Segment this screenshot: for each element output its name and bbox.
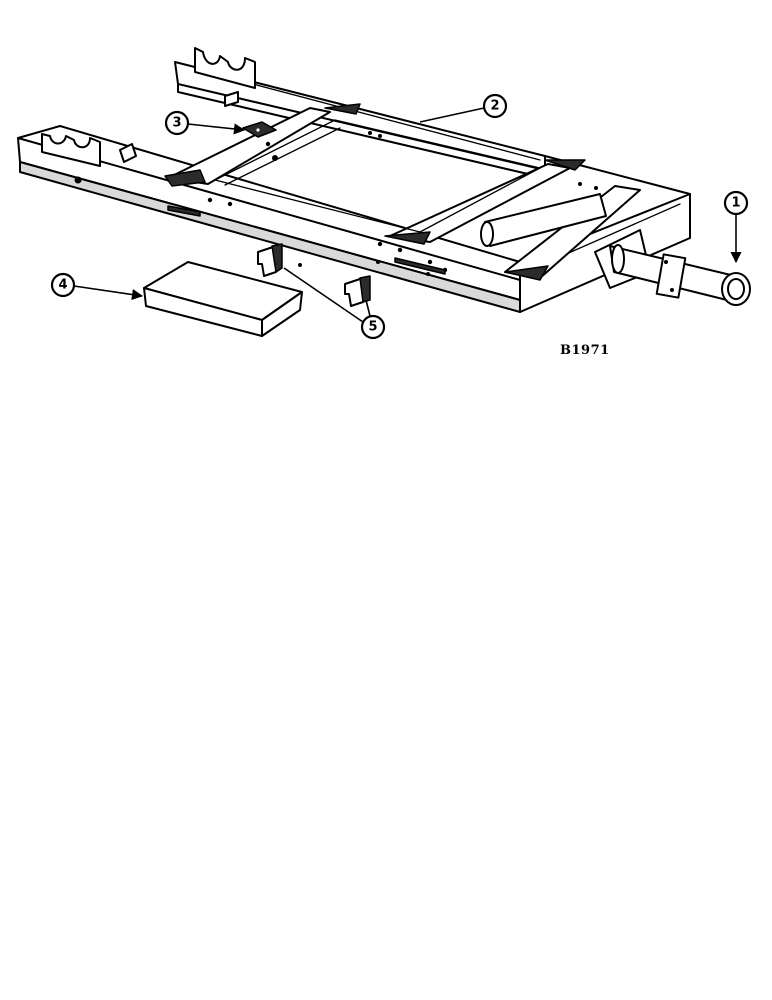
bracket-plate-drawing xyxy=(242,121,277,138)
callout-3-circle xyxy=(164,110,190,136)
saddle-bracket-near xyxy=(41,133,101,167)
callout-3-label: 3 xyxy=(172,116,181,131)
callout-5-circle xyxy=(360,314,386,340)
callouts: 1 2 3 4 5 xyxy=(50,93,749,340)
callout-4-circle xyxy=(50,272,76,298)
cover-panel-drawing xyxy=(143,261,303,337)
callout-2-circle xyxy=(482,93,508,119)
callout-2-label: 2 xyxy=(490,99,499,114)
figure-id-label: B1971 xyxy=(560,343,610,358)
mounting-brackets-drawing xyxy=(257,243,371,307)
tow-tube-drawing xyxy=(594,229,751,306)
callout-4-label: 4 xyxy=(58,278,67,293)
main-frame-drawing xyxy=(17,47,691,313)
frame-opening xyxy=(214,119,541,233)
saddle-bracket-far xyxy=(194,47,256,89)
callout-1-label: 1 xyxy=(731,196,740,211)
callout-5-label: 5 xyxy=(368,320,377,335)
